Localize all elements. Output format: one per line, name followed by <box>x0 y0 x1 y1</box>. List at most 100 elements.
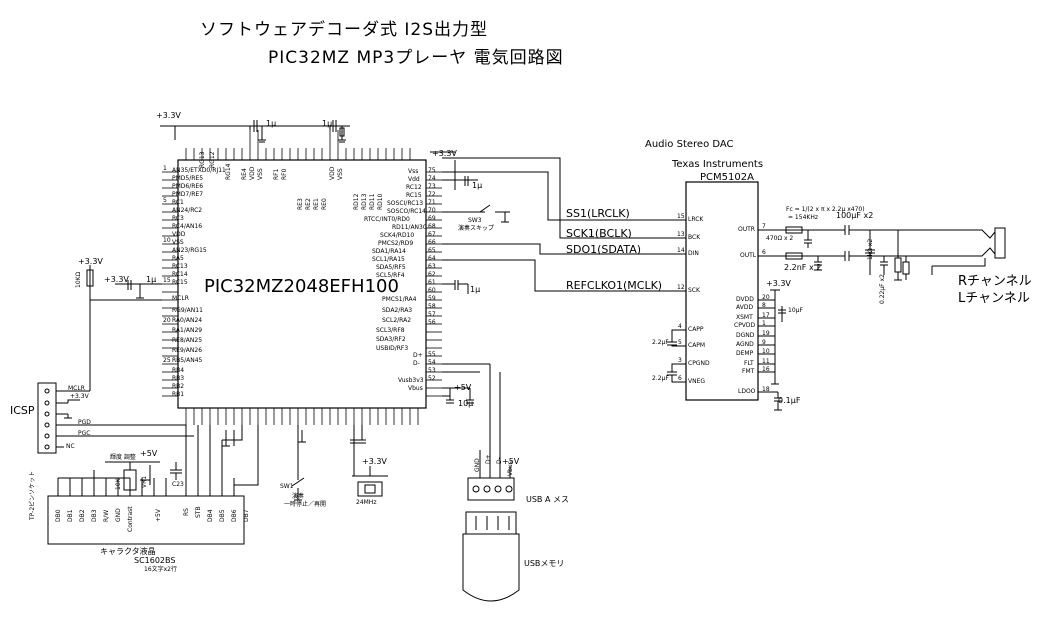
mcu-right-pin: RC15 <box>406 192 422 199</box>
pin-number: 3 <box>678 357 682 364</box>
pin-number: 53 <box>428 367 436 374</box>
audio-right-label: Rチャンネル <box>958 274 1032 289</box>
sw1-desc1: 演奏 <box>292 493 305 500</box>
output-filter <box>775 225 970 281</box>
mcu-left-pin: PMD6/RE6 <box>172 183 204 190</box>
mcu-right-pin: PMCS2/RD9 <box>378 240 414 247</box>
filter-cap-out: 100μF x2 <box>836 211 874 220</box>
dac-pin: DVDD <box>736 296 754 303</box>
mcu-right-pin: RD11/AN30 <box>392 224 427 231</box>
mcu-left-pin: RB1 <box>172 391 185 398</box>
lcd-part: SC1602BS <box>134 556 176 565</box>
mcu-top-pin: RD10 <box>377 193 384 210</box>
lcd-pin: DB2 <box>79 509 86 522</box>
usb-memory-label: USBメモリ <box>524 559 565 568</box>
pin-number: 68 <box>428 223 436 230</box>
pin-number: 25 <box>163 357 171 364</box>
pin-number: 55 <box>428 351 436 358</box>
audio-jack <box>931 227 1006 275</box>
sw1-and-crystal <box>291 425 388 501</box>
pin-number: 12 <box>677 284 685 291</box>
dac-capp-label: 2.2μF <box>652 339 669 346</box>
i2s-signal-lines <box>442 157 676 292</box>
dac-pin: AGND <box>736 341 754 348</box>
dac-pin: OUTL <box>740 252 757 259</box>
pin-number: 10 <box>762 348 770 355</box>
pin-number: 66 <box>428 239 436 246</box>
pin-number: 61 <box>428 279 436 286</box>
cap-right-2-label: 1μ <box>470 285 481 294</box>
dac-pin: LDOO <box>738 388 756 395</box>
crystal-v33-label: +3.3V <box>362 457 387 466</box>
dac-pin: SCK <box>688 287 700 294</box>
filter-fc2: = 154KHz <box>788 214 818 221</box>
mcu-top-pin: RD12 <box>353 193 360 210</box>
cap-right-1-label: 1μ <box>472 181 483 190</box>
signal-bclk: SCK1(BCLK) <box>566 227 632 240</box>
mcu-top-pin: RG13 <box>199 151 206 168</box>
mcu-left-pin: MCLR <box>172 295 189 302</box>
mcu-right-pin: SCL3/RF8 <box>376 327 405 334</box>
pin-number: 6 <box>762 249 766 256</box>
crystal-freq: 24MHz <box>356 499 377 506</box>
lcd-vr-val: 10K <box>115 478 122 490</box>
pin-number: 1 <box>762 320 766 327</box>
dac-pin: CPVDD <box>734 322 756 329</box>
top-power-rail <box>160 120 350 143</box>
mcu-top-pin: VDD <box>249 166 256 180</box>
pin-number: 73 <box>428 183 436 190</box>
mcu-left-pin: VSS <box>172 239 184 246</box>
lcd-pin: +5V <box>155 509 162 522</box>
mcu-right-pin: Vbus <box>408 385 423 392</box>
v33-right-label: +3.3V <box>432 149 457 158</box>
pin-number: 4 <box>678 323 682 330</box>
pin-number: 5 <box>163 197 167 204</box>
pin-number: 9 <box>762 339 766 346</box>
title-line-1: ソフトウェアデコーダ式 I2S出力型 <box>200 20 489 40</box>
mcu-left-pin: RC4/AN16 <box>172 223 203 230</box>
lcd-vr-label: VR1 <box>141 475 148 488</box>
icsp-pin: PGC <box>78 430 91 437</box>
dac-cap-10u-label: 10μF <box>788 307 803 314</box>
lcd-pin: DB1 <box>67 509 74 522</box>
lcd-contrast-label: 輝度 調整 <box>110 454 136 461</box>
lcd-module <box>47 425 259 545</box>
pin-number: 6 <box>678 375 682 382</box>
mcu-left-pin: AN24/RC2 <box>172 207 203 214</box>
mcu-right-pin: SDA1/RA14 <box>372 248 406 255</box>
pin-number: 64 <box>428 255 436 262</box>
mcu-right-pin: D- <box>413 360 420 367</box>
dac-pin: FLT <box>744 360 754 367</box>
usb-pin: D- <box>496 457 503 464</box>
dac-pin: CAPM <box>688 342 706 349</box>
mcu-top-pins <box>185 130 411 160</box>
mcu-top-pin: RF0 <box>281 168 288 180</box>
dac-pin: AVDD <box>736 304 754 311</box>
mcu-left-pin: RC13 <box>172 263 188 270</box>
usb-connector-label: USB A メス <box>526 495 569 504</box>
mcu-left-pin: RB4 <box>172 367 185 374</box>
mcu-left-pin: RC1 <box>172 199 184 206</box>
mcu-right-pin: Vdd <box>408 176 420 183</box>
mcu-right-pin: D+ <box>413 352 423 359</box>
dac-pin: CPGND <box>688 360 710 367</box>
lcd-pin: DB4 <box>207 509 214 522</box>
mcu-right-pin: SCL1/RA15 <box>372 256 405 263</box>
sw3-desc: 演奏スキップ <box>458 225 495 232</box>
mclr-supply <box>115 280 162 299</box>
mcu-top-pin: RE1 <box>313 198 320 210</box>
lcd-pin: DB3 <box>91 509 98 522</box>
pin-number: 65 <box>428 247 436 254</box>
mcu-right-pins <box>426 171 442 397</box>
pin-number: 20 <box>762 294 770 301</box>
mcu-top-pin: RE0 <box>321 198 328 210</box>
mcu-left-pin: RC15 <box>172 279 188 286</box>
lcd-socket: TP-2ピンソケット <box>29 470 36 520</box>
pin-number: 11 <box>762 358 770 365</box>
icsp-pin: PGD <box>78 419 91 426</box>
dac-pin: FMT <box>742 368 755 375</box>
sw1-label: SW1 <box>280 483 294 490</box>
signal-lrclk: SS1(LRCLK) <box>566 207 630 220</box>
lcd-pin: DB7 <box>243 509 250 522</box>
